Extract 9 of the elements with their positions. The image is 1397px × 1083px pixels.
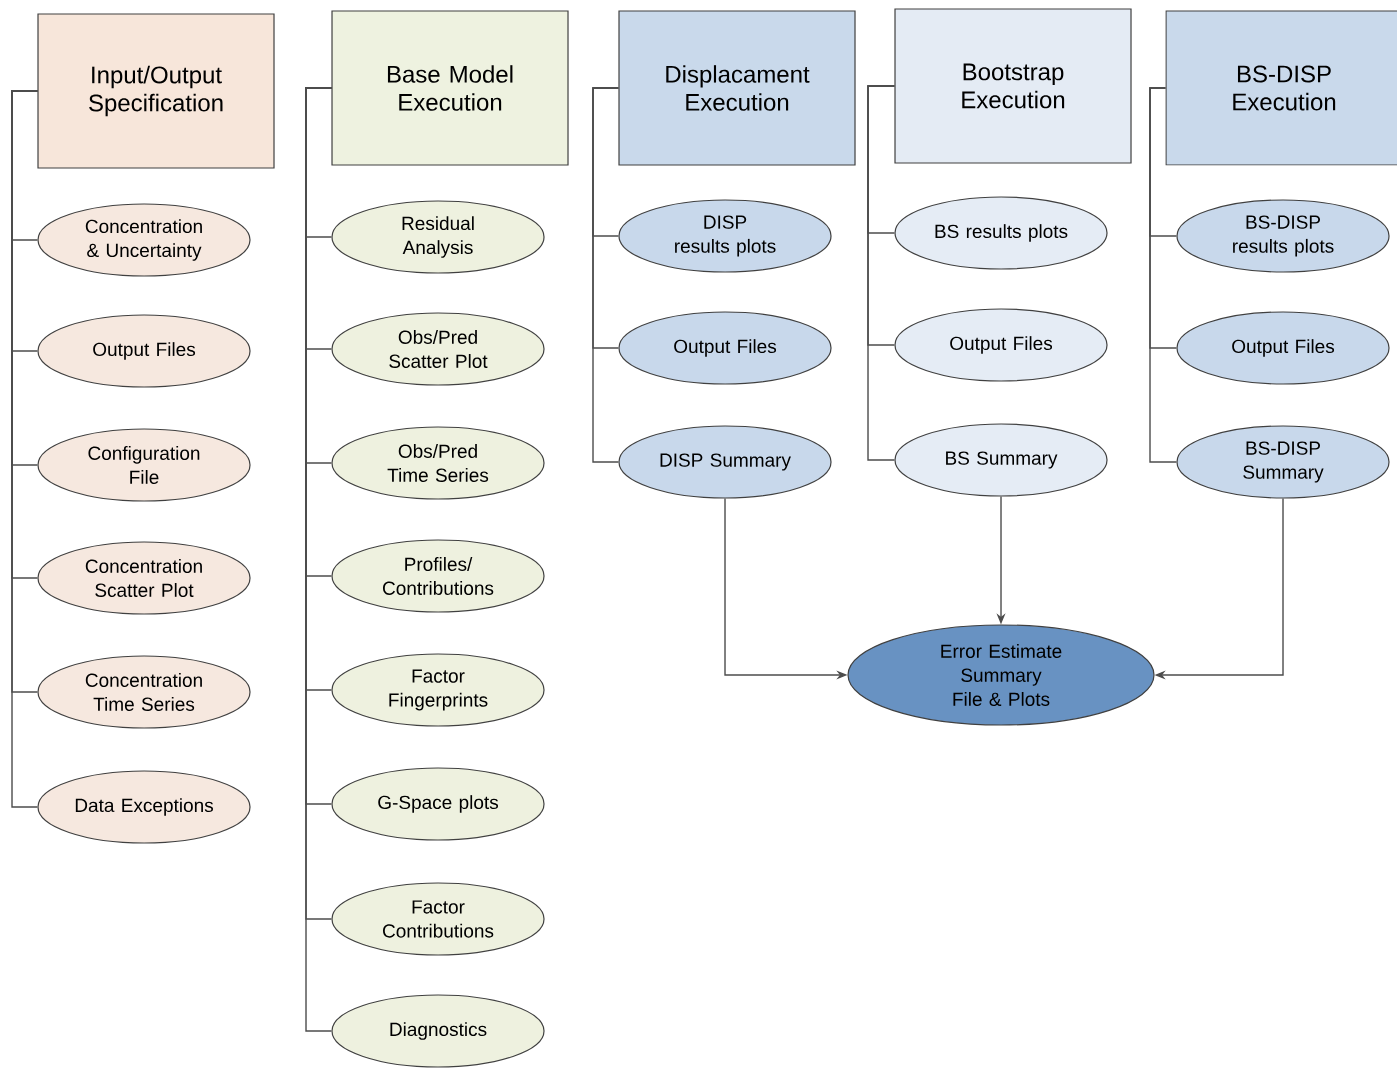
bracket-line xyxy=(11,90,39,808)
header-box: Input/Output Specification xyxy=(37,13,275,169)
bracket-line xyxy=(592,87,620,463)
header-box: BS-DISP Execution xyxy=(1165,10,1397,166)
bracket-line xyxy=(867,85,896,461)
header-box: Displacament Execution xyxy=(618,10,856,166)
header-box: Base Model Execution xyxy=(331,10,569,166)
header-box: Bootstrap Execution xyxy=(894,8,1132,164)
bracket-line xyxy=(1149,87,1178,463)
